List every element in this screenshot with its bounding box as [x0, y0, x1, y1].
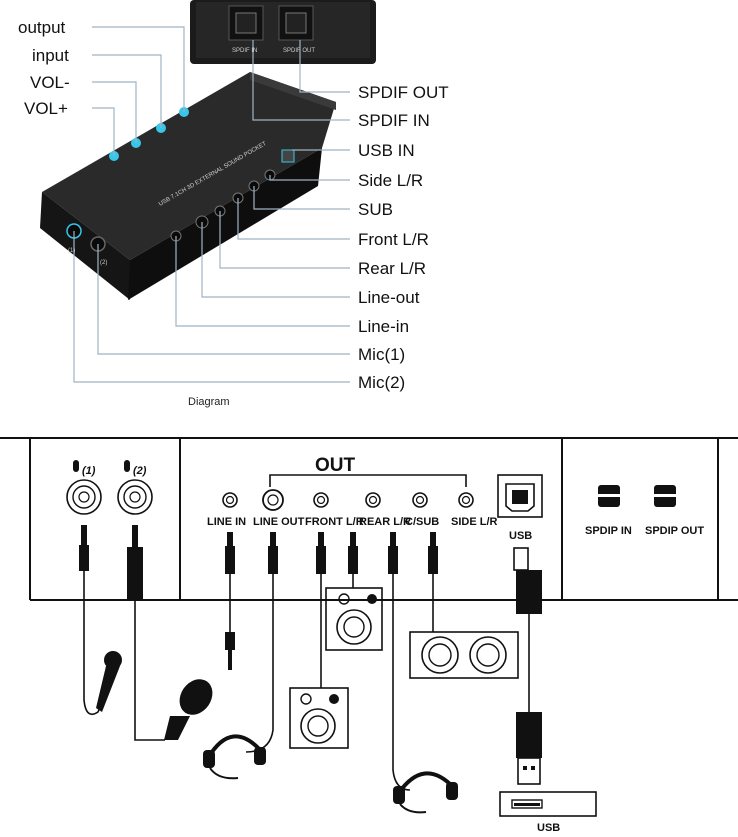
label-vol-plus: VOL+ [24, 99, 68, 118]
speaker-icon [325, 587, 383, 651]
port-label-rear-lr: REAR L/R [359, 516, 411, 528]
sound-card-device-photo: USB 7.1CH 3D EXTERNAL SOUND POCKET (1) (… [40, 72, 336, 300]
label-rear-lr: Rear L/R [358, 259, 426, 278]
spdif-ports: SPDIP IN SPDIP OUT [585, 485, 704, 537]
label-output: output [18, 18, 66, 37]
out-bracket: OUT [269, 455, 467, 487]
label-line-in: Line-in [358, 317, 409, 336]
panel-mic1-label: (1) [82, 465, 96, 477]
label-side-lr: Side L/R [358, 171, 423, 190]
photo-mic1-label: (1) [68, 248, 75, 254]
front-lr-port [313, 492, 329, 508]
side-lr-port [458, 492, 474, 508]
c-sub-port [412, 492, 428, 508]
subwoofer-icon [409, 631, 519, 679]
diagram-caption: Diagram [188, 396, 230, 408]
mic-section: (1) (2) [66, 460, 213, 741]
leader-lines [73, 26, 350, 383]
label-sub: SUB [358, 200, 393, 219]
usb-b-port: USB [497, 474, 543, 542]
connection-panel [0, 437, 738, 601]
label-usb-in: USB IN [358, 141, 415, 160]
panel-spdif-in-label: SPDIP IN [585, 525, 632, 537]
label-input: input [32, 46, 69, 65]
label-spdif-out: SPDIF OUT [358, 83, 449, 102]
out-title: OUT [315, 455, 356, 476]
microphone-icon [73, 460, 79, 472]
photo-spdif-out-label: SPDIF OUT [283, 48, 315, 54]
label-line-out: Line-out [358, 288, 420, 307]
audio-cables [225, 532, 438, 791]
label-vol-minus: VOL- [30, 73, 70, 92]
port-label-c-sub: C/SUB [405, 516, 439, 528]
panel-usb-label: USB [509, 530, 532, 542]
photo-mic2-label: (2) [100, 260, 107, 266]
usb-host-label: USB [537, 822, 560, 834]
usb-host-port: USB [499, 791, 597, 834]
rear-lr-port [365, 492, 381, 508]
panel-spdif-out-label: SPDIP OUT [645, 525, 704, 537]
port-label-line-in: LINE IN [207, 516, 246, 528]
panel-mic2-label: (2) [133, 465, 147, 477]
line-out-port [262, 489, 284, 511]
usb-cable [513, 547, 542, 785]
spdif-inset-photo: SPDIF IN SPDIF OUT [190, 0, 376, 64]
photo-spdif-in-label: SPDIF IN [232, 48, 257, 54]
studio-microphone-icon [164, 679, 213, 740]
speaker-icon [289, 687, 349, 749]
output-ports: LINE IN LINE OUT FRONT L/R REAR L/R C/SU… [207, 489, 498, 528]
line-in-port [222, 492, 238, 508]
label-mic1: Mic(1) [358, 345, 405, 364]
label-mic2: Mic(2) [358, 373, 405, 392]
port-label-side-lr: SIDE L/R [451, 516, 498, 528]
headphones-icon [393, 771, 458, 814]
headphones-icon [203, 734, 266, 780]
handheld-microphone-icon [96, 651, 122, 712]
microphone-icon [124, 460, 130, 472]
label-spdif-in: SPDIF IN [358, 111, 430, 130]
port-label-line-out: LINE OUT [253, 516, 305, 528]
label-front-lr: Front L/R [358, 230, 429, 249]
port-label-front-lr: FRONT L/R [305, 516, 364, 528]
